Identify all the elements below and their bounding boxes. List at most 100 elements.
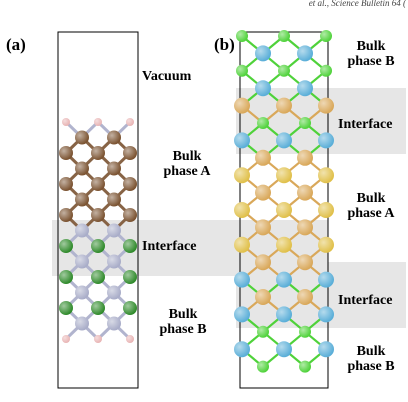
brown-atom <box>107 161 121 176</box>
brown-atom <box>107 130 121 145</box>
tan-atom <box>297 149 313 166</box>
panel-a-vacuum-label: Vacuum <box>142 69 192 84</box>
panel-b-label: (b) <box>214 35 235 54</box>
pink-atom <box>94 335 102 343</box>
grey-atom <box>107 316 121 331</box>
panel-a-bulk-b-label: Bulk phase B <box>148 307 218 337</box>
brown-atom <box>123 208 137 222</box>
tan-atom <box>297 184 313 201</box>
brown-atom <box>75 192 89 207</box>
bright-green-atom <box>257 360 269 373</box>
blue-atom <box>276 132 292 149</box>
panel-a-cell-box <box>57 31 139 389</box>
bright-green-atom <box>257 325 269 338</box>
green-atom <box>91 270 105 284</box>
bright-green-atom <box>278 64 290 77</box>
blue-atom <box>255 80 271 97</box>
bright-green-atom <box>257 117 269 129</box>
blue-atom <box>234 132 250 149</box>
gold-atom <box>276 236 292 253</box>
pink-atom <box>62 118 70 126</box>
panel-a-label: (a) <box>6 35 26 54</box>
brown-atom <box>123 146 137 160</box>
panel-b-bulk-b-bottom-line1: Bulk <box>356 344 386 359</box>
blue-atom <box>234 306 250 323</box>
tan-atom <box>255 254 271 271</box>
bright-green-atom <box>299 117 311 129</box>
brown-atom <box>91 146 105 160</box>
tan-atom <box>318 97 334 114</box>
panel-a-bulk-a-line1: Bulk <box>172 149 202 164</box>
green-atom <box>91 301 105 315</box>
bright-green-atom <box>299 325 311 338</box>
brown-atom <box>75 130 89 145</box>
grey-atom <box>107 285 121 300</box>
tan-atom <box>276 97 292 114</box>
pink-atom <box>62 335 70 343</box>
gold-atom <box>318 167 334 184</box>
grey-atom <box>107 254 121 269</box>
tan-atom <box>234 97 250 114</box>
panel-b-bulk-b-top-line2: phase B <box>347 53 395 69</box>
panel-b-bulk-a-line1: Bulk <box>356 191 386 206</box>
bright-green-atom <box>320 64 332 77</box>
tan-atom <box>255 149 271 166</box>
gold-atom <box>276 202 292 218</box>
panel-a-bulk-b-line2: phase B <box>159 321 207 337</box>
pink-atom <box>126 335 134 343</box>
blue-atom <box>234 271 250 288</box>
green-atom <box>123 301 137 315</box>
panel-b-bulk-a-label: Bulk phase A <box>336 191 406 221</box>
grey-atom <box>75 316 89 331</box>
bright-green-atom <box>278 30 290 42</box>
blue-atom <box>318 306 334 323</box>
bright-green-atom <box>320 30 332 42</box>
panel-a-interface-label: Interface <box>142 239 197 254</box>
blue-atom <box>255 45 271 62</box>
blue-atom <box>318 341 334 358</box>
panel-a-bulk-a-line2: phase A <box>163 163 211 179</box>
green-atom <box>59 239 73 253</box>
brown-atom <box>59 146 73 160</box>
blue-atom <box>234 341 250 358</box>
tan-atom <box>297 254 313 271</box>
brown-atom <box>91 208 105 222</box>
blue-atom <box>276 341 292 358</box>
tan-atom <box>297 289 313 305</box>
brown-atom <box>91 177 105 191</box>
bright-green-atom <box>299 360 311 373</box>
green-atom <box>59 270 73 284</box>
blue-atom <box>276 271 292 288</box>
panel-b-bulk-a-line2: phase A <box>347 205 395 221</box>
journal-header: et al., Science Bulletin 64 ( <box>308 0 406 8</box>
brown-atom <box>59 208 73 222</box>
gold-atom <box>276 167 292 184</box>
gold-atom <box>234 236 250 253</box>
tan-atom <box>255 184 271 201</box>
grey-atom <box>75 223 89 238</box>
green-atom <box>59 301 73 315</box>
grey-atom <box>107 223 121 238</box>
gold-atom <box>234 202 250 218</box>
blue-atom <box>276 306 292 323</box>
bright-green-atom <box>236 30 248 42</box>
brown-atom <box>75 161 89 176</box>
green-atom <box>123 270 137 284</box>
blue-atom <box>297 45 313 62</box>
gold-atom <box>318 202 334 218</box>
green-atom <box>91 239 105 253</box>
panel-a-bulk-a-label: Bulk phase A <box>152 149 222 179</box>
bright-green-atom <box>236 64 248 77</box>
tan-atom <box>255 219 271 236</box>
panel-b-bulk-b-bottom-label: Bulk phase B <box>336 344 406 374</box>
brown-atom <box>123 177 137 191</box>
blue-atom <box>318 271 334 288</box>
grey-atom <box>75 254 89 269</box>
green-atom <box>123 239 137 253</box>
brown-atom <box>59 177 73 191</box>
gold-atom <box>318 236 334 253</box>
grey-atom <box>75 285 89 300</box>
tan-atom <box>297 219 313 236</box>
panel-a-bulk-b-line1: Bulk <box>168 307 198 322</box>
panel-b-bulk-b-top-line1: Bulk <box>356 39 386 54</box>
